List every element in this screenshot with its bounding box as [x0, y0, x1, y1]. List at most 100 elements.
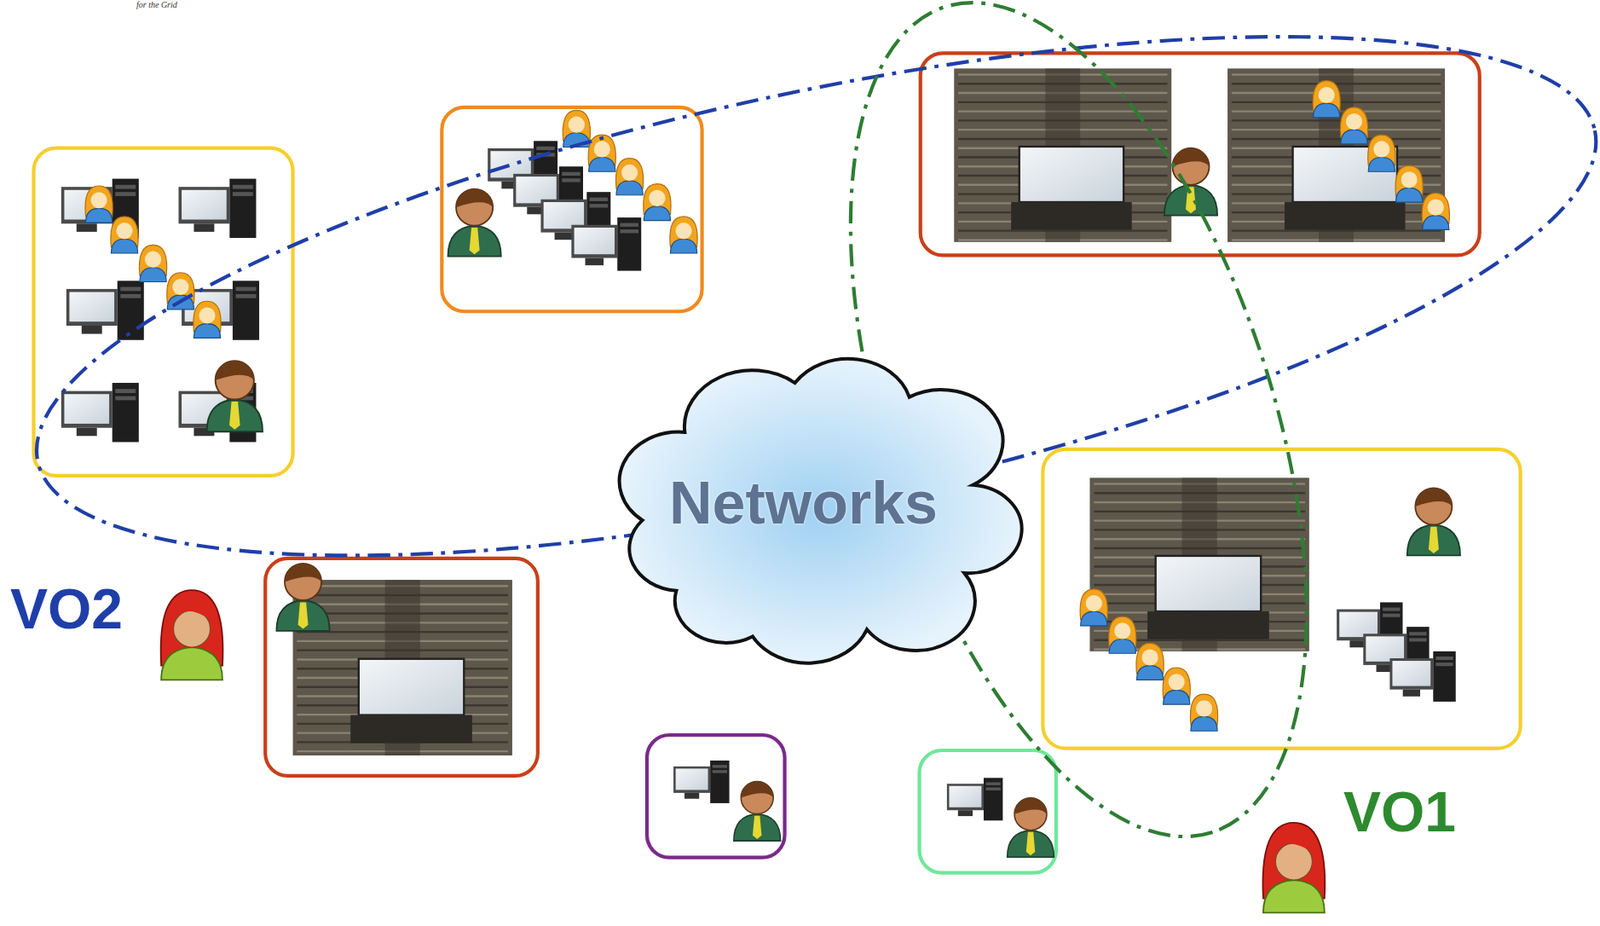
monitor-screen	[1365, 635, 1404, 662]
pc-drive	[115, 388, 136, 393]
user-icon	[1189, 693, 1218, 731]
pc-drive	[236, 287, 257, 292]
pc-drive	[561, 178, 581, 182]
person-face	[144, 251, 162, 268]
pc-drive	[712, 769, 728, 773]
desktop-pc	[61, 382, 139, 442]
user-icon	[110, 216, 139, 254]
user-icon	[588, 134, 616, 172]
person-tie	[298, 601, 309, 629]
vo-admin-icon	[161, 589, 224, 680]
desktop-pc	[66, 280, 145, 340]
site-admin-icon	[1407, 487, 1461, 555]
rack-body	[1089, 477, 1309, 652]
network-cloud: Networks	[591, 326, 1016, 679]
pc-tower	[1432, 651, 1456, 702]
person-body	[1313, 103, 1341, 118]
user-icon	[1109, 616, 1137, 653]
site-admin-icon	[733, 781, 781, 842]
person-body	[1080, 611, 1108, 626]
pc-drive	[536, 146, 555, 151]
server-rack	[953, 68, 1172, 243]
person-body	[1396, 187, 1423, 203]
monitor-stand	[81, 325, 103, 335]
rack-body	[1227, 68, 1445, 243]
person-body	[86, 207, 113, 223]
monitor-screen	[490, 150, 531, 178]
person-tie	[752, 815, 763, 839]
pc-drive	[1435, 656, 1453, 660]
person-face	[198, 306, 215, 324]
monitor-screen	[574, 227, 615, 255]
person-face	[594, 140, 611, 157]
person-hair	[284, 563, 322, 583]
person-face	[1014, 797, 1047, 831]
user-icon	[1136, 642, 1164, 680]
person-body	[110, 238, 138, 254]
person-body	[670, 238, 697, 254]
person-tie	[469, 227, 480, 255]
pc-tower	[112, 382, 139, 442]
monitor-stand	[554, 232, 574, 241]
desktop-pc	[947, 777, 1004, 821]
person-face	[621, 164, 638, 181]
monitor	[1389, 658, 1433, 690]
person-face	[1401, 171, 1418, 188]
desktop-pc	[178, 179, 256, 238]
user-icon	[193, 300, 221, 338]
person-face	[1345, 113, 1363, 130]
person-body	[276, 600, 330, 631]
person-body	[161, 646, 223, 680]
monitor-stand	[585, 258, 605, 266]
site-box	[919, 750, 1057, 873]
person-face	[1172, 148, 1209, 185]
person-face	[1427, 199, 1445, 216]
person-face	[456, 189, 493, 226]
monitor	[673, 766, 711, 793]
pc-tower	[983, 777, 1003, 821]
monitor-stand	[684, 792, 699, 799]
person-body	[589, 156, 616, 172]
server-rack	[1227, 68, 1445, 243]
pc-drive	[986, 786, 1001, 790]
person-face	[740, 781, 774, 815]
pc-tower	[229, 179, 256, 238]
pc-drive	[115, 184, 136, 190]
monitor	[66, 288, 118, 326]
user-icon	[670, 216, 698, 254]
rack-body	[953, 68, 1172, 243]
person-hair	[1014, 797, 1047, 815]
site-box	[441, 107, 702, 312]
monitor-stand	[193, 223, 214, 232]
person-fringe	[171, 601, 213, 623]
pc-drive	[619, 223, 639, 227]
pc-drive	[120, 294, 141, 299]
monitor-screen	[948, 785, 982, 808]
person-face	[172, 278, 189, 295]
desktop-pc	[1389, 651, 1456, 702]
person-body	[1137, 665, 1164, 681]
vo-admin-icon	[1262, 822, 1325, 913]
person-face	[1415, 487, 1452, 525]
person-hair	[1172, 148, 1209, 168]
site-admin-icon	[1164, 148, 1218, 216]
monitor	[571, 225, 618, 259]
person-face	[675, 222, 692, 239]
person-face	[1373, 140, 1390, 157]
person-body	[616, 180, 643, 196]
person-body	[1164, 184, 1218, 216]
person-body	[1163, 689, 1190, 705]
network-label: Networks	[669, 468, 938, 538]
person-body	[1368, 156, 1395, 172]
monitor-stand	[76, 223, 98, 232]
pc-drive	[712, 764, 728, 768]
monitor-stand	[1403, 689, 1421, 697]
monitor-screen	[675, 768, 709, 790]
person-body	[207, 399, 263, 433]
pc-drive	[1435, 662, 1453, 666]
person-face	[1195, 699, 1213, 717]
user-icon	[1368, 134, 1396, 172]
pc-tower	[710, 760, 729, 803]
rack-body	[293, 579, 513, 756]
monitor-screen	[63, 393, 110, 424]
